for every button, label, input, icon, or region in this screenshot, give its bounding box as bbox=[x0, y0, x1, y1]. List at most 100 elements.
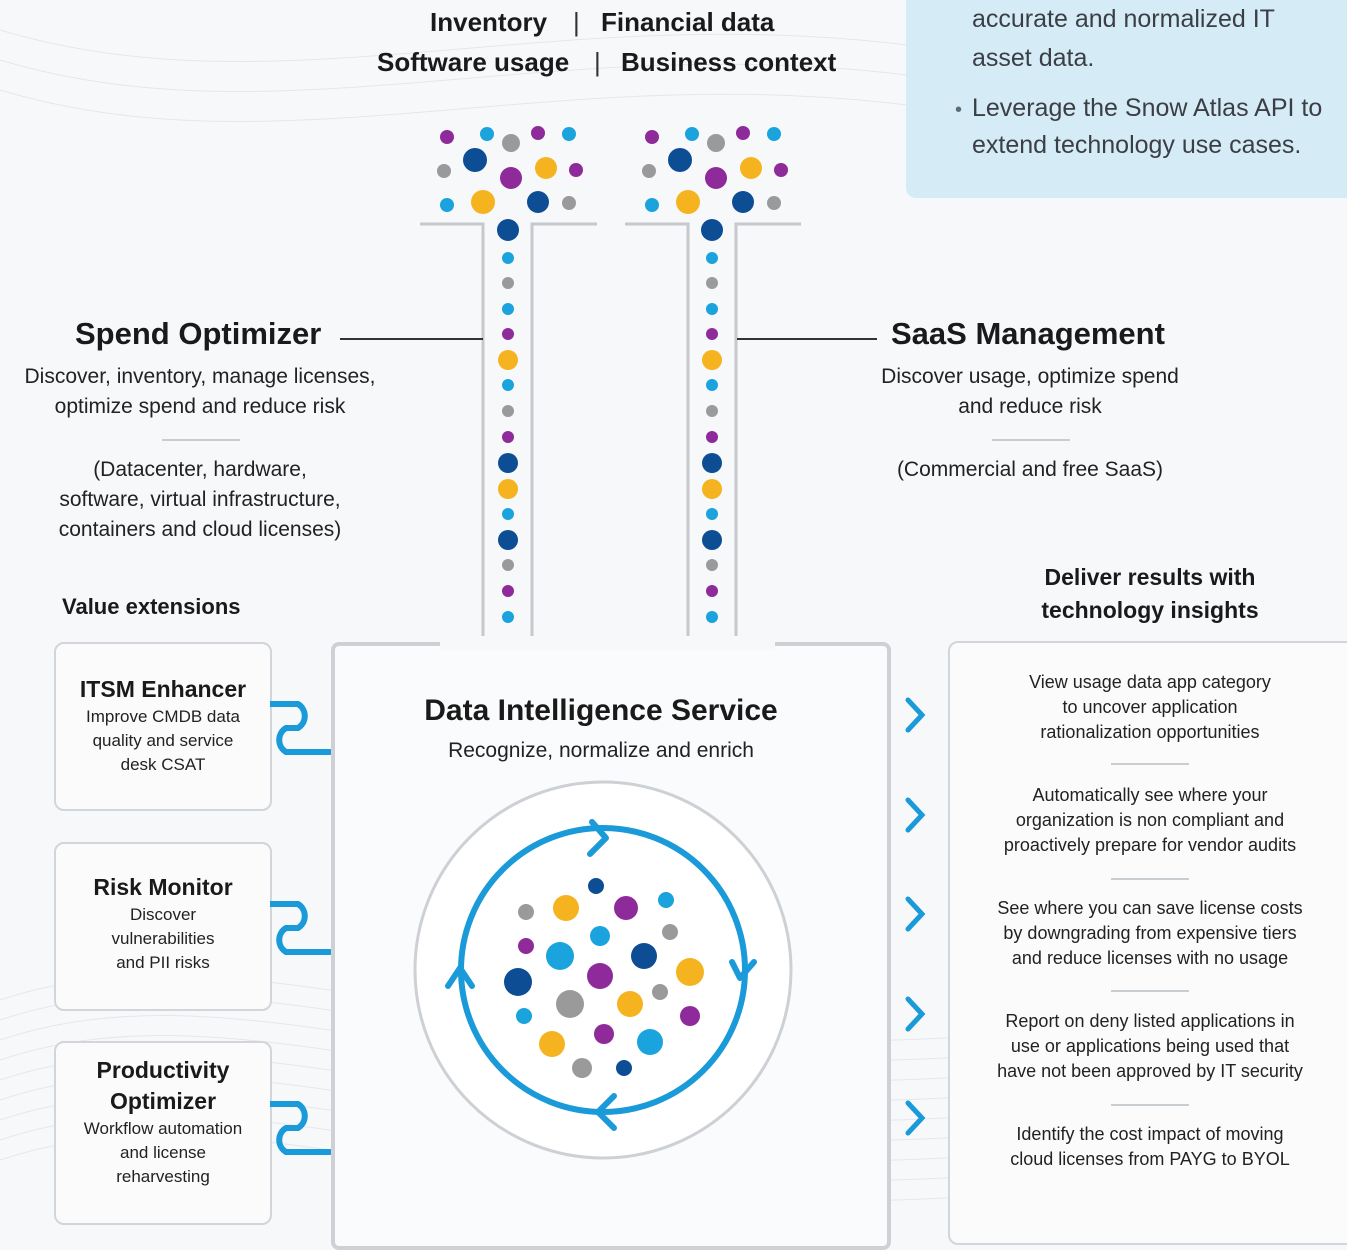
data-dot bbox=[498, 350, 518, 370]
itsm-enhancer-card[interactable]: ITSM Enhancer Improve CMDB data quality … bbox=[54, 642, 272, 811]
data-dot bbox=[702, 453, 722, 473]
data-dot bbox=[706, 585, 718, 597]
data-dot bbox=[497, 219, 519, 241]
chevron-right-icon bbox=[905, 896, 926, 932]
data-dot bbox=[500, 167, 522, 189]
data-dot bbox=[562, 196, 576, 210]
results-box bbox=[948, 641, 1347, 1245]
data-dot bbox=[556, 990, 584, 1018]
info-bullet-line: Leverage the Snow Atlas API to bbox=[972, 94, 1323, 122]
insight-item: Automatically see where your organizatio… bbox=[960, 783, 1340, 858]
cycle-arrows bbox=[445, 819, 757, 1131]
desc-line: Discover usage, optimize spend bbox=[881, 365, 1179, 388]
info-bullet-line: extend technology use cases. bbox=[972, 131, 1302, 159]
info-panel bbox=[906, 0, 1347, 198]
data-dot bbox=[502, 508, 514, 520]
funnel-pipes bbox=[420, 222, 801, 663]
data-dot bbox=[562, 127, 576, 141]
data-dot bbox=[645, 198, 659, 212]
desc-line: and reduce risk bbox=[958, 395, 1102, 418]
divider bbox=[1111, 990, 1189, 992]
saas-management-scope: (Commercial and free SaaS) bbox=[830, 455, 1230, 485]
productivity-optimizer-card[interactable]: Productivity Optimizer Workflow automati… bbox=[54, 1041, 272, 1225]
data-dot bbox=[587, 963, 613, 989]
data-dot bbox=[702, 350, 722, 370]
insight-item: View usage data app category to uncover … bbox=[960, 670, 1340, 745]
extension-name: Optimizer bbox=[109, 1088, 217, 1114]
data-dot bbox=[498, 530, 518, 550]
cycle-dots bbox=[504, 878, 704, 1078]
extension-name: ITSM Enhancer bbox=[79, 676, 247, 702]
heading-line: Deliver results with bbox=[1044, 564, 1256, 590]
data-dot bbox=[707, 134, 725, 152]
connector-icon bbox=[270, 701, 333, 755]
data-dot bbox=[502, 405, 514, 417]
extension-desc: quality and service bbox=[92, 731, 234, 750]
data-dot bbox=[518, 904, 534, 920]
insight-line: organization is non compliant and bbox=[1015, 810, 1285, 830]
data-dot bbox=[471, 190, 495, 214]
connector-icon bbox=[270, 1101, 333, 1155]
data-dot bbox=[706, 431, 718, 443]
saas-management-desc: Discover usage, optimize spend and reduc… bbox=[830, 362, 1230, 422]
data-source-context: Business context bbox=[621, 47, 837, 77]
extension-desc: reharvesting bbox=[116, 1167, 210, 1186]
info-line: asset data. bbox=[972, 44, 1095, 72]
data-dot bbox=[642, 164, 656, 178]
scope-line: containers and cloud licenses) bbox=[58, 518, 342, 541]
extension-name: Risk Monitor bbox=[93, 874, 233, 900]
box-gap bbox=[440, 636, 775, 650]
chevron-right-icon bbox=[905, 1100, 926, 1136]
data-intelligence-subtitle: Recognize, normalize and enrich bbox=[448, 739, 754, 762]
data-dot bbox=[736, 126, 750, 140]
insight-item: Report on deny listed applications in us… bbox=[960, 1009, 1340, 1084]
spend-optimizer-title: Spend Optimizer bbox=[75, 316, 322, 351]
extension-desc: Improve CMDB data bbox=[86, 707, 240, 726]
extension-desc: Workflow automation bbox=[83, 1119, 243, 1138]
data-dot bbox=[502, 559, 514, 571]
extension-desc: desk CSAT bbox=[120, 755, 206, 774]
data-source-inventory: Inventory bbox=[430, 7, 548, 37]
info-line: accurate and normalized IT bbox=[972, 5, 1275, 33]
connector-icon bbox=[270, 901, 333, 955]
insight-line: View usage data app category bbox=[1029, 672, 1271, 692]
data-dot bbox=[701, 219, 723, 241]
data-dot bbox=[658, 892, 674, 908]
extension-desc: vulnerabilities bbox=[111, 929, 215, 948]
data-dot bbox=[504, 968, 532, 996]
data-dot bbox=[706, 611, 718, 623]
insight-item: Identify the cost impact of moving cloud… bbox=[960, 1122, 1340, 1172]
risk-monitor-card[interactable]: Risk Monitor Discover vulnerabilities an… bbox=[54, 842, 272, 1011]
divider bbox=[1111, 878, 1189, 880]
insight-item: See where you can save license costs by … bbox=[960, 896, 1340, 971]
insight-line: rationalization opportunities bbox=[1040, 722, 1260, 742]
data-dot bbox=[617, 991, 643, 1017]
data-flow-graphic bbox=[340, 126, 877, 663]
data-dot bbox=[440, 198, 454, 212]
data-dot bbox=[502, 431, 514, 443]
insight-line: Automatically see where your bbox=[1032, 785, 1268, 805]
spend-optimizer-scope: (Datacenter, hardware, software, virtual… bbox=[0, 455, 400, 545]
data-dot bbox=[685, 127, 699, 141]
data-dot bbox=[767, 196, 781, 210]
data-dot bbox=[706, 277, 718, 289]
data-dot bbox=[706, 303, 718, 315]
data-dot bbox=[502, 585, 514, 597]
data-dot bbox=[767, 127, 781, 141]
label-separator: | bbox=[594, 47, 601, 77]
data-dot bbox=[463, 148, 487, 172]
data-dot bbox=[539, 1031, 565, 1057]
chevron-right-icon bbox=[905, 996, 926, 1032]
data-dot bbox=[502, 252, 514, 264]
divider bbox=[1111, 763, 1189, 765]
data-dot bbox=[706, 405, 718, 417]
data-dot bbox=[527, 191, 549, 213]
data-dot bbox=[588, 878, 604, 894]
normalize-cycle-graphic bbox=[413, 780, 793, 1160]
divider bbox=[992, 439, 1070, 441]
insight-line: by downgrading from expensive tiers bbox=[1003, 923, 1297, 943]
data-dot bbox=[569, 163, 583, 177]
data-dot bbox=[614, 896, 638, 920]
data-dot bbox=[437, 164, 451, 178]
data-source-usage: Software usage bbox=[377, 47, 570, 77]
